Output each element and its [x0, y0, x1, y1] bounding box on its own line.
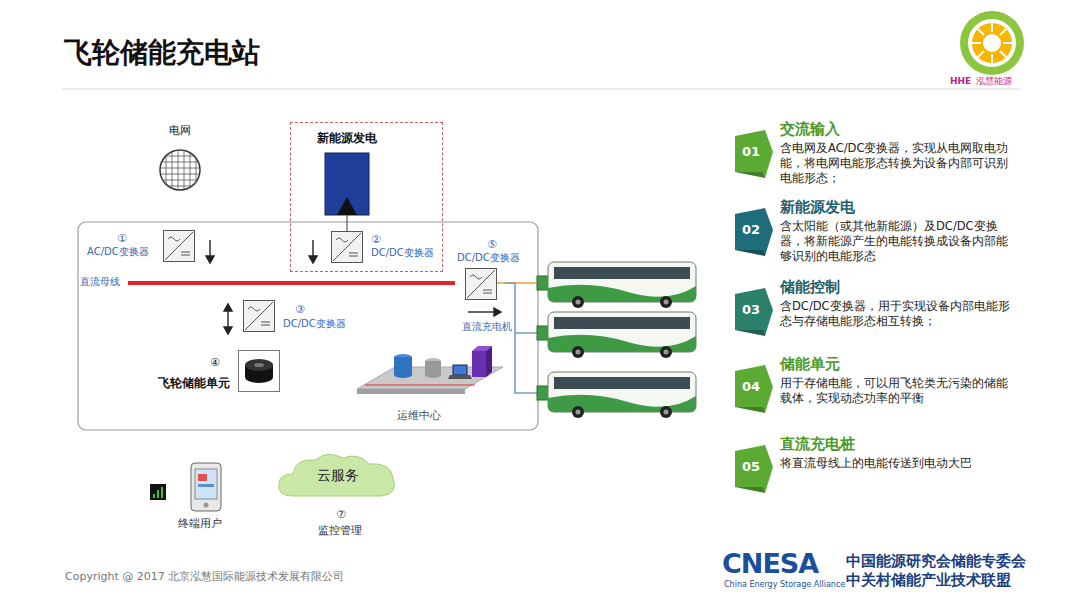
dc-bus: 直流母线	[80, 275, 455, 291]
cloud: 云服务	[275, 450, 400, 502]
label: HHE	[950, 76, 971, 87]
node-text: DC/DC变换器	[457, 252, 520, 264]
node-text: 04	[735, 379, 767, 395]
node-text: 02	[735, 222, 767, 238]
step-item: 02 新能源发电含太阳能（或其他新能源）及DC/DC变换器，将新能源产生的电能转换…	[735, 198, 1020, 270]
step-item: 05 直流充电桩将直流母线上的电能传送到电动大巴	[735, 435, 1020, 507]
node-text: DC/DC变换器	[283, 318, 346, 330]
node-text: ②	[371, 233, 381, 246]
converter: ③DC/DC变换器	[243, 300, 275, 332]
converter: ②DC/DC变换器	[331, 231, 363, 263]
converter: ⑤DC/DC变换器	[465, 268, 497, 300]
node-text: 含DC/DC变换器，用于实现设备内部电能形态与存储电能形态相互转换；	[780, 299, 1016, 329]
renewable-group: 新能源发电 ②DC/DC变换器	[290, 122, 443, 272]
node-text: 含太阳能（或其他新能源）及DC/DC变换器，将新能源产生的电能转换成设备内部能够…	[780, 219, 1016, 264]
node-text: 含电网及AC/DC变换器，实现从电网取电功能，将电网电能形态转换为设备内部可识别…	[780, 141, 1016, 186]
node-text: 直流充电桩	[780, 435, 855, 453]
label: Copyright @ 2017 北京泓慧国际能源技术发展有限公司	[65, 570, 344, 583]
grid-icon: 电网	[158, 148, 202, 192]
label: 中国能源研究会储能专委会	[846, 552, 1026, 570]
node-text: ③	[295, 303, 305, 316]
node-text: 03	[735, 302, 767, 318]
node-text: DC/DC变换器	[371, 247, 434, 259]
step-item: 01 交流输入含电网及AC/DC变换器，实现从电网取电功能，将电网电能形态转换为设…	[735, 120, 1020, 192]
node-text: 云服务	[275, 467, 400, 484]
title: 飞轮储能充电站	[64, 36, 260, 70]
label: China Energy Storage Alliance	[724, 580, 845, 590]
phone-terminal: 终端用户	[190, 462, 222, 512]
node-text: 交流输入	[780, 120, 840, 138]
node-text: 直流母线	[80, 276, 122, 288]
converter: ①AC/DC变换器	[163, 230, 195, 262]
node-text: 将直流母线上的电能传送到电动大巴	[780, 456, 1016, 471]
label: 中关村储能产业技术联盟	[846, 571, 1011, 589]
node-text: 用于存储电能，可以用飞轮类无污染的储能载体，实现动态功率的平衡	[780, 376, 1016, 406]
node-text: ⑤	[487, 238, 497, 251]
label: 泓慧能源	[976, 76, 1012, 87]
node-text: 运维中心	[397, 409, 441, 422]
node-text: ①	[117, 232, 127, 245]
label: 监控管理	[318, 524, 362, 537]
label: 直流充电机	[462, 321, 512, 333]
label: CNESA	[722, 548, 818, 580]
node-text: 电网	[152, 124, 208, 137]
ops-center: 运维中心	[355, 345, 505, 427]
node-text: AC/DC变换器	[87, 246, 149, 258]
node-text: 飞轮储能单元	[158, 376, 230, 390]
node-text: 储能控制	[780, 278, 840, 296]
node-text: 新能源发电	[780, 198, 855, 216]
node-text: 储能单元	[780, 355, 840, 373]
node-text: 01	[735, 144, 767, 160]
label: ⑦	[336, 508, 346, 521]
flywheel-unit: ④飞轮储能单元	[238, 350, 280, 392]
node-text: 05	[735, 459, 767, 475]
step-item: 04 储能单元用于存储电能，可以用飞轮类无污染的储能载体，实现动态功率的平衡	[735, 355, 1020, 427]
node-text: ④	[210, 356, 220, 369]
node-text: 终端用户	[178, 517, 222, 530]
step-item: 03 储能控制含DC/DC变换器，用于实现设备内部电能形态与存储电能形态相互转换；	[735, 278, 1020, 350]
node-text: 新能源发电	[317, 131, 377, 145]
